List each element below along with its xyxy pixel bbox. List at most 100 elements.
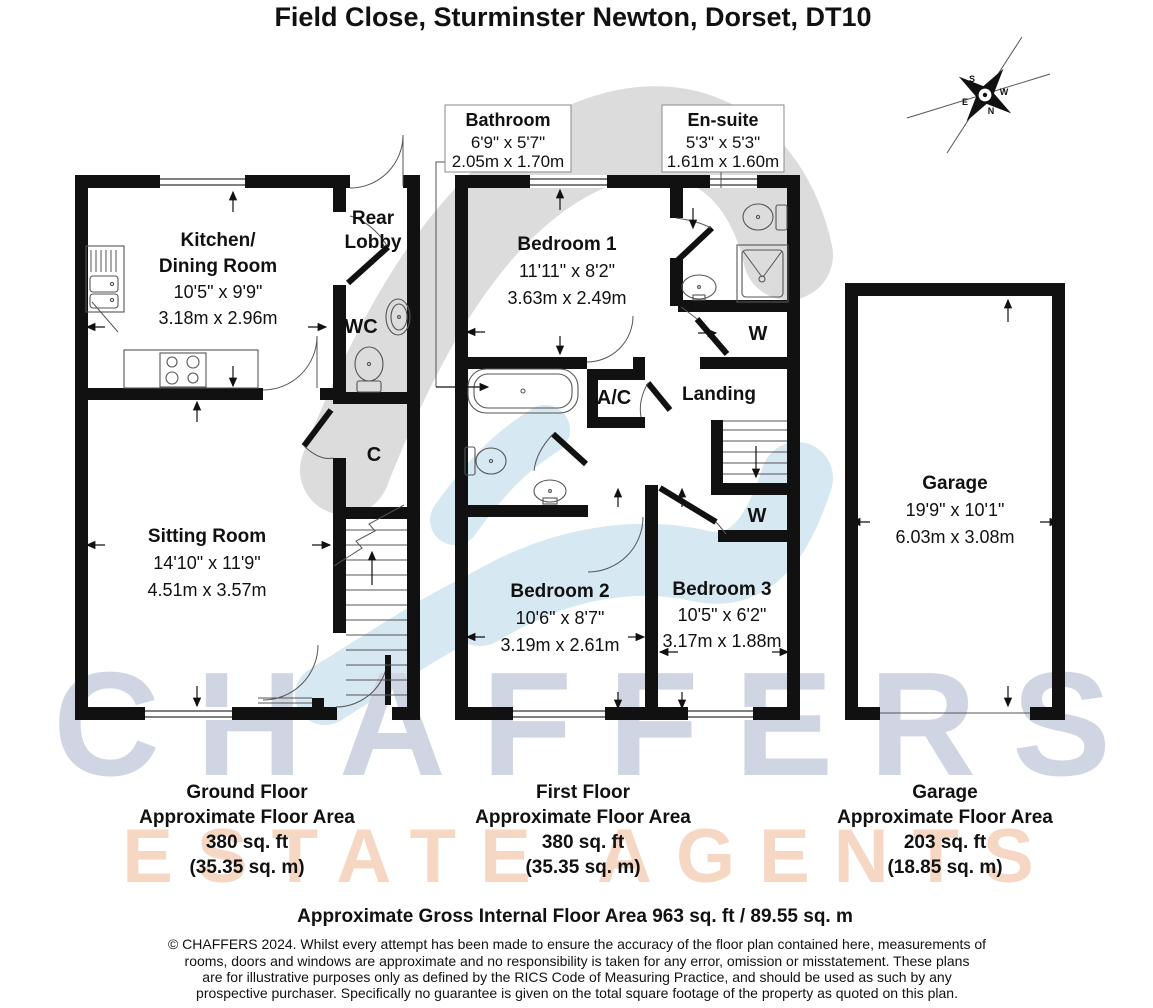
gross-area-line: Approximate Gross Internal Floor Area 96… <box>297 906 853 927</box>
wall-segment <box>587 369 598 428</box>
cupboard-door-arc <box>303 445 334 459</box>
rear-lobby-door-arc <box>349 215 389 248</box>
area-garage-subtitle: Approximate Floor Area <box>837 807 1053 828</box>
bedroom1-dim-metric: 3.63m x 2.49m <box>507 288 626 308</box>
first-floor-stairs <box>723 420 787 479</box>
bedroom3-door-leaf <box>658 485 718 525</box>
wc-basin <box>385 298 411 336</box>
wall-segment <box>587 369 645 380</box>
wall-segment <box>232 707 337 720</box>
bedroom1-dim-imperial: 11'11" x 8'2" <box>519 261 615 281</box>
wall-segment <box>787 175 800 720</box>
bathroom-callout-leader <box>435 161 447 387</box>
wall-segment <box>607 175 710 188</box>
garage-dimension-arrows <box>850 298 1060 708</box>
wall-segment <box>333 285 346 404</box>
ground-floor-walls <box>75 175 420 720</box>
wall-segment <box>845 283 1065 296</box>
watermark-estate-agents: ESTATE AGENTS <box>122 814 1058 899</box>
disclaimer-line-4: prospective purchaser. Specifically no g… <box>196 985 958 1001</box>
area-garage-sqm: (18.85 sq. m) <box>887 857 1002 878</box>
wardrobe-bottom-label: W <box>748 505 767 527</box>
sitting-room-label: Sitting Room <box>148 526 266 547</box>
bathroom-callout-name: Bathroom <box>466 110 551 130</box>
kitchen-sink-unit <box>85 245 125 333</box>
first-floor-dimension-arrows <box>465 188 790 710</box>
wall-segment <box>587 417 645 428</box>
garage-label: Garage <box>922 473 987 494</box>
wall-segment <box>346 507 407 519</box>
compass-north-label: N <box>988 106 995 116</box>
wall-segment <box>670 258 683 306</box>
compass-hub-dot <box>982 92 988 98</box>
garage-plan: Garage 19'9" x 10'1" 6.03m x 3.08m <box>845 283 1065 720</box>
wall-segment <box>455 175 468 720</box>
wall-segment <box>700 357 800 369</box>
ensuite-callout-name: En-suite <box>687 110 758 130</box>
wall-segment <box>346 392 407 404</box>
first-floor-windows <box>513 175 757 720</box>
bathroom-door-arc <box>533 433 554 472</box>
window <box>688 707 753 720</box>
wall-segment <box>245 175 350 188</box>
compass-west-label: W <box>1000 87 1009 97</box>
disclaimer-line-2: rooms, doors and windows are approximate… <box>185 953 970 969</box>
wc-label: WC <box>344 316 377 338</box>
bedroom2-dim-metric: 3.19m x 2.61m <box>500 635 619 655</box>
wall-segment <box>455 175 530 188</box>
first-floor-plan: Bathroom 6'9" x 5'7" 2.05m x 1.70m En-su… <box>435 104 800 720</box>
wall-segment <box>1052 283 1065 720</box>
area-first-subtitle: Approximate Floor Area <box>475 807 691 828</box>
ensuite-callout-metric: 1.61m x 1.60m <box>667 152 779 171</box>
wall-segment <box>75 707 145 720</box>
area-summary-ground: Ground Floor Approximate Floor Area 380 … <box>139 782 355 878</box>
rear-lobby-label: Rear <box>352 208 395 229</box>
window <box>710 175 757 188</box>
hall-door-arc <box>262 644 319 701</box>
bathroom-basin <box>533 479 567 505</box>
wall-segment <box>455 357 587 369</box>
ensuite-callout: En-suite 5'3" x 5'3" 1.61m x 1.60m <box>661 104 785 188</box>
wall-segment <box>333 188 346 212</box>
rear-lobby-door-leaf <box>345 244 391 286</box>
garage-walls <box>845 283 1065 720</box>
wardrobe-top-door-leaf <box>694 317 730 356</box>
area-ground-subtitle: Approximate Floor Area <box>139 807 355 828</box>
sitting-room-dim-imperial: 14'10" x 11'9" <box>153 553 260 573</box>
wall-segment <box>455 707 513 720</box>
window <box>513 707 605 720</box>
wall-segment <box>88 388 263 400</box>
wardrobe-top-door-arc <box>680 306 698 320</box>
garage-dim-metric: 6.03m x 3.08m <box>895 527 1014 547</box>
bathroom-callout-box <box>444 104 572 173</box>
ground-floor-windows <box>145 175 245 720</box>
bedroom1-door-arc <box>586 315 634 363</box>
area-ground-sqft: 380 sq. ft <box>206 832 289 853</box>
rear-door-arc <box>349 134 404 189</box>
first-floor-walls <box>455 175 800 720</box>
compass-east-label: E <box>962 97 968 107</box>
watermark-chaffers: CHAFFERS <box>53 642 1147 807</box>
bedroom3-label: Bedroom 3 <box>672 579 771 600</box>
area-ground-sqm: (35.35 sq. m) <box>189 857 304 878</box>
wall-segment <box>320 388 346 400</box>
bath <box>467 368 579 414</box>
area-first-title: First Floor <box>536 782 631 803</box>
kitchen-label2: Dining Room <box>159 256 277 277</box>
area-first-sqft: 380 sq. ft <box>542 832 625 853</box>
bedroom2-door-arc <box>587 516 644 573</box>
landing-label: Landing <box>682 384 756 405</box>
bathroom-callout-metric: 2.05m x 1.70m <box>452 152 564 171</box>
wall-segment <box>845 707 880 720</box>
garage-dim-imperial: 19'9" x 10'1" <box>906 500 1005 520</box>
bathroom-toilet <box>464 446 507 476</box>
disclaimer-line-1: © CHAFFERS 2024. Whilst every attempt ha… <box>168 936 986 952</box>
wall-segment <box>711 420 723 483</box>
area-garage-sqft: 203 sq. ft <box>904 832 987 853</box>
area-summary-first: First Floor Approximate Floor Area 380 s… <box>475 782 691 878</box>
cupboard-door-leaf <box>301 408 334 448</box>
ground-floor-dimension-arrows <box>85 190 332 708</box>
disclaimer: © CHAFFERS 2024. Whilst every attempt ha… <box>168 936 986 1001</box>
